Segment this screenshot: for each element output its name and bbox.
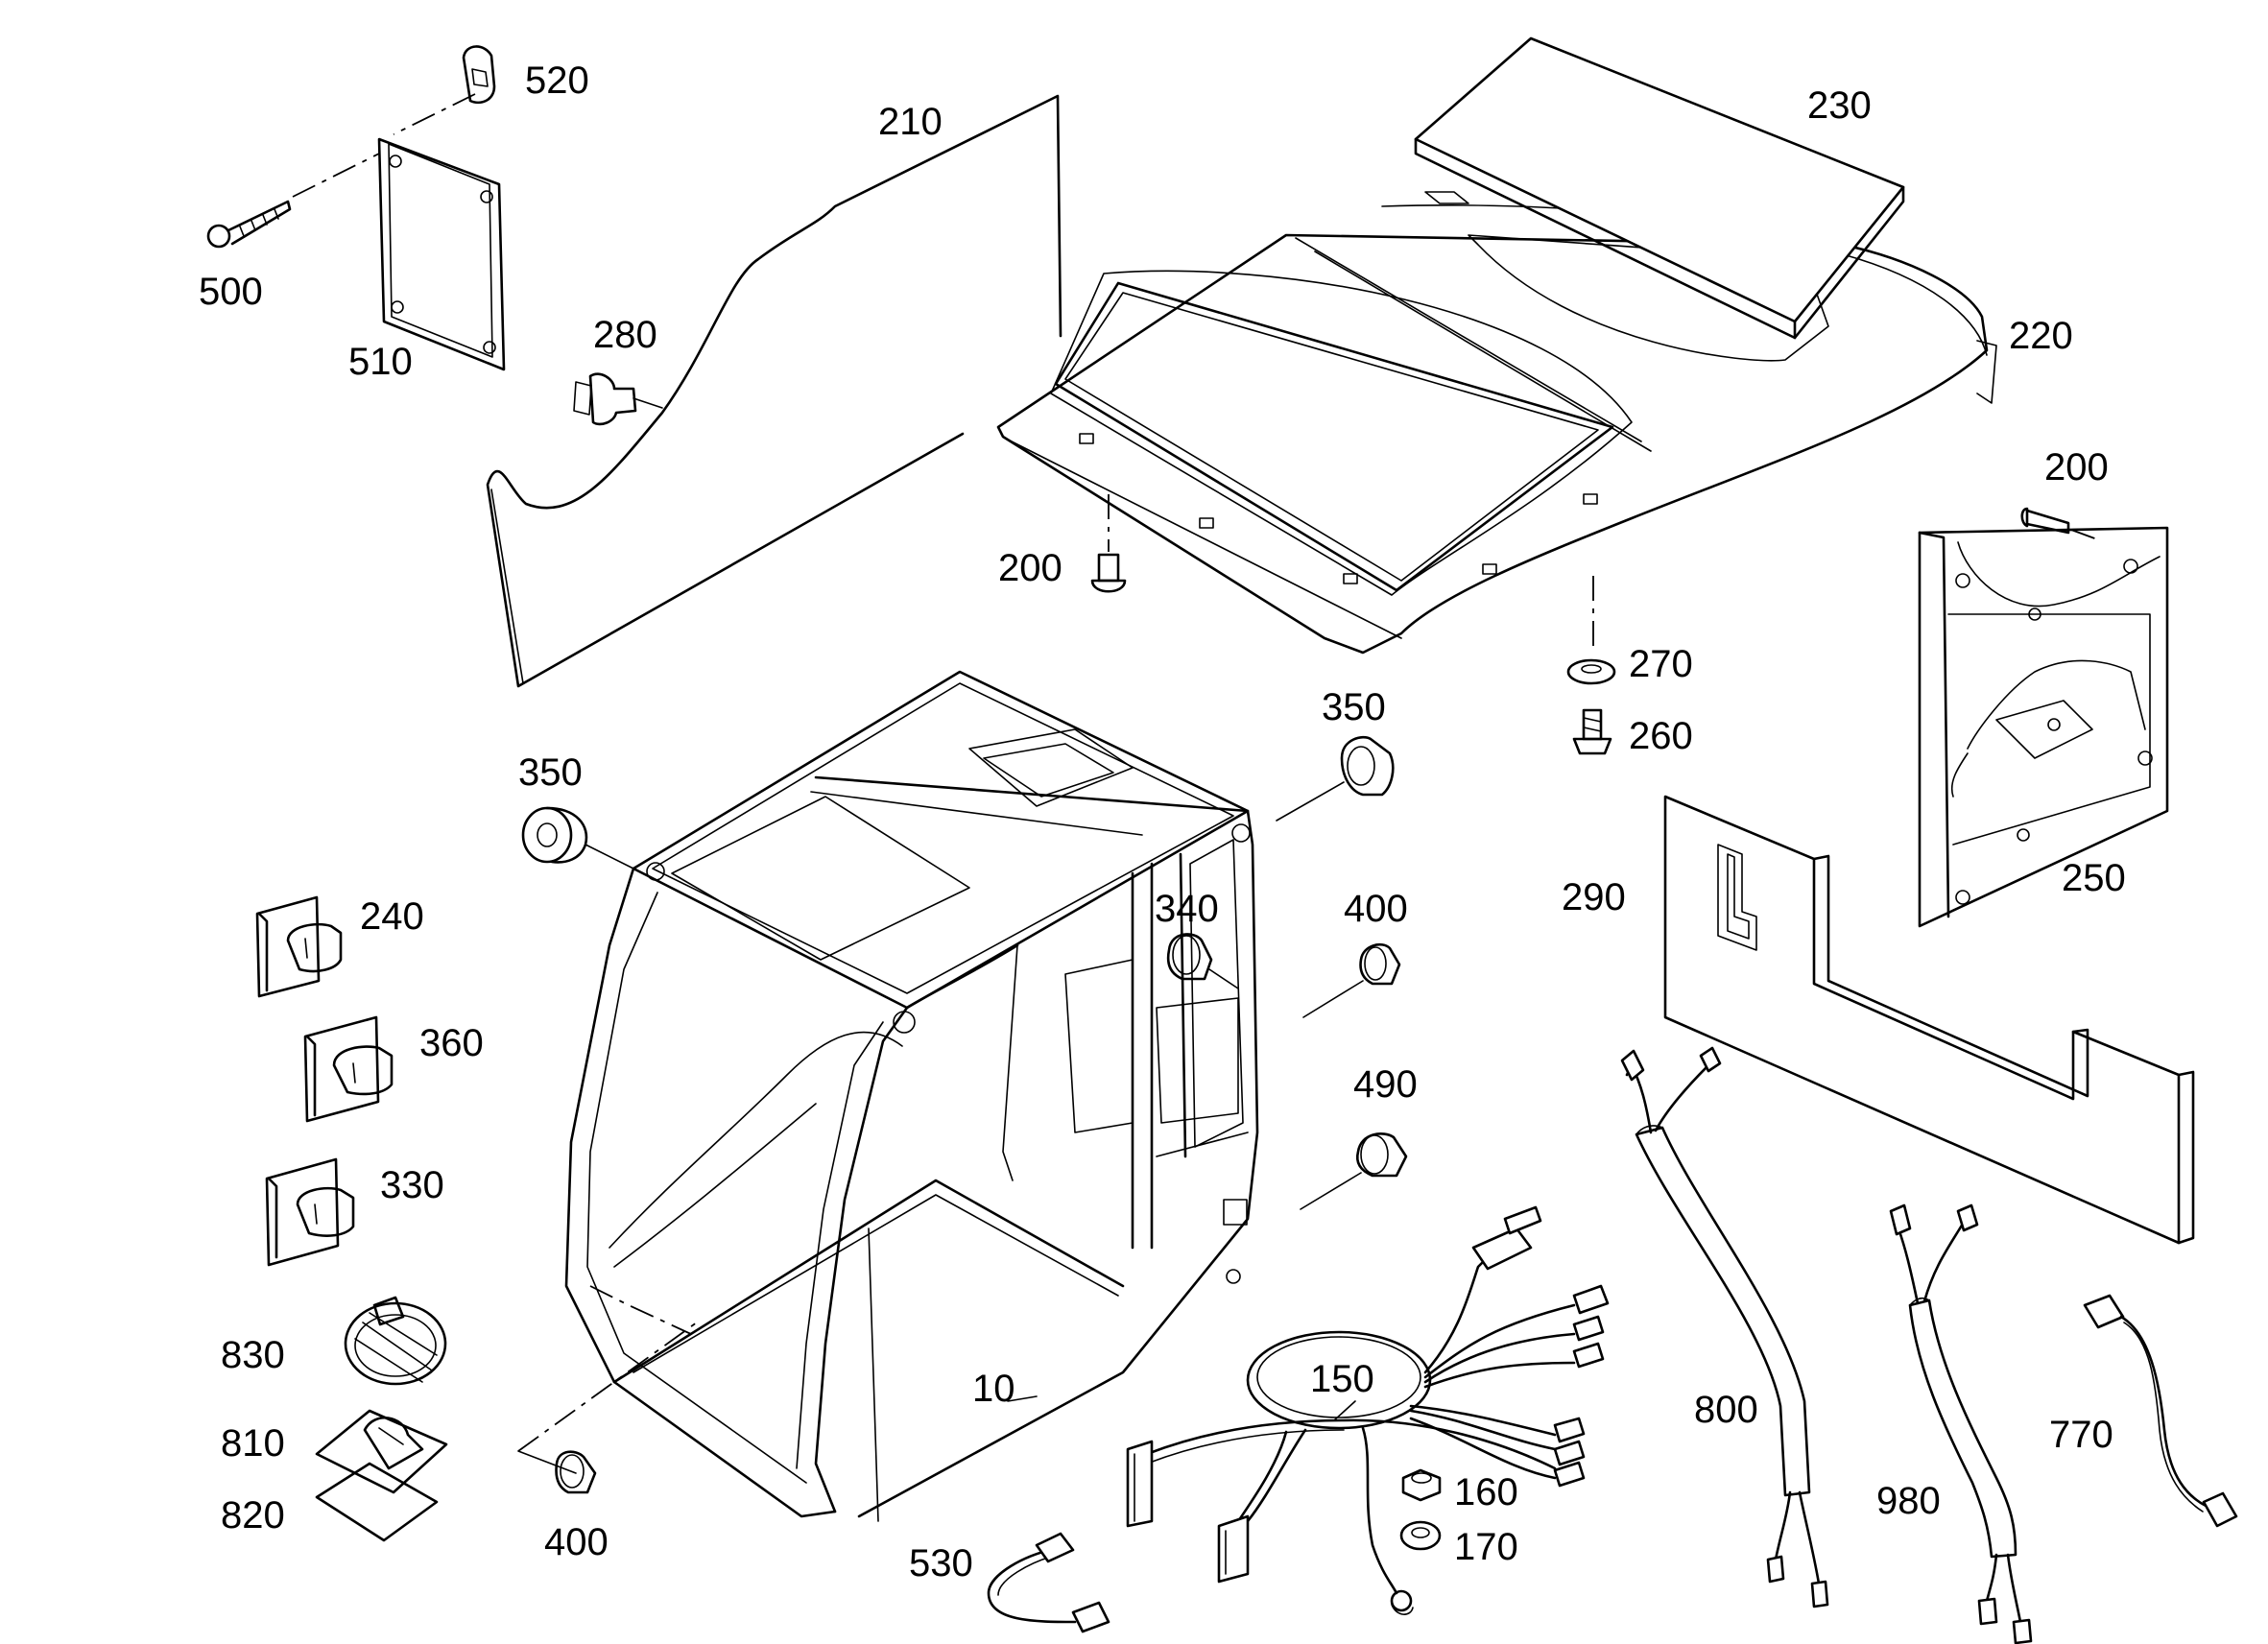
label-510: 510 bbox=[348, 341, 413, 383]
label-350-right: 350 bbox=[1322, 686, 1386, 728]
part-530-cable bbox=[987, 1532, 1110, 1633]
label-270: 270 bbox=[1629, 643, 1693, 685]
label-980: 980 bbox=[1876, 1480, 1941, 1522]
part-800-harness bbox=[1620, 1046, 1829, 1608]
part-260-countersunk-bolt bbox=[1572, 708, 1612, 755]
label-250: 250 bbox=[2062, 857, 2126, 899]
label-210: 210 bbox=[878, 101, 943, 143]
callout-labels: 10 150 160 170 200 200 210 220 230 240 2… bbox=[199, 60, 2126, 1584]
part-360-clip bbox=[303, 1015, 394, 1123]
part-340-grommet bbox=[1166, 933, 1239, 989]
label-160: 160 bbox=[1454, 1471, 1518, 1513]
label-150: 150 bbox=[1310, 1358, 1374, 1400]
label-820: 820 bbox=[221, 1494, 285, 1537]
part-350-grommet-right bbox=[1276, 735, 1395, 822]
part-330-clip bbox=[265, 1157, 355, 1267]
label-200-top: 200 bbox=[998, 547, 1062, 589]
part-250-rear-panel bbox=[1918, 526, 2169, 928]
part-820-adhesive-pad bbox=[315, 1462, 439, 1542]
part-510-cover-plate bbox=[377, 137, 506, 371]
assembly-lines bbox=[589, 1285, 693, 1383]
part-770-cable bbox=[2083, 1294, 2238, 1528]
label-260: 260 bbox=[1629, 715, 1693, 757]
part-230-glass-slab bbox=[1414, 36, 1905, 340]
label-220: 220 bbox=[2009, 315, 2073, 357]
part-520-clip bbox=[462, 45, 496, 105]
label-350-left: 350 bbox=[518, 751, 583, 794]
label-770: 770 bbox=[2049, 1414, 2113, 1456]
part-350-grommet-left bbox=[521, 806, 634, 870]
label-360: 360 bbox=[419, 1022, 484, 1064]
part-290-sheet bbox=[1663, 795, 2195, 1245]
part-160-nut bbox=[1401, 1468, 1442, 1502]
part-400-grommet-bottom bbox=[517, 1319, 702, 1494]
label-490: 490 bbox=[1353, 1063, 1418, 1106]
label-800: 800 bbox=[1694, 1389, 1758, 1431]
part-270-washer bbox=[1566, 576, 1616, 685]
label-200-right: 200 bbox=[2044, 446, 2109, 488]
part-830-hose-clamp bbox=[344, 1296, 447, 1386]
label-520: 520 bbox=[525, 60, 589, 102]
part-980-harness bbox=[1889, 1203, 2033, 1644]
label-340: 340 bbox=[1155, 888, 1219, 930]
part-810-mount-base bbox=[315, 1409, 448, 1494]
label-500: 500 bbox=[199, 271, 263, 313]
part-280-push-rivet bbox=[573, 372, 663, 426]
label-530: 530 bbox=[909, 1542, 973, 1584]
label-830: 830 bbox=[221, 1334, 285, 1376]
part-240-clip bbox=[255, 895, 343, 998]
label-400-bottom: 400 bbox=[544, 1521, 609, 1563]
part-500-screw bbox=[206, 93, 476, 249]
part-400-grommet-right bbox=[1302, 943, 1401, 1018]
part-150-harness bbox=[1007, 1205, 1610, 1615]
label-230: 230 bbox=[1807, 84, 1872, 127]
label-330: 330 bbox=[380, 1164, 444, 1206]
part-200-bolt-top bbox=[1090, 494, 1127, 593]
part-170-washer bbox=[1399, 1520, 1442, 1551]
part-210-glass bbox=[486, 94, 1062, 688]
label-280: 280 bbox=[593, 314, 657, 356]
label-400-right: 400 bbox=[1344, 888, 1408, 930]
part-220-roof bbox=[996, 204, 1997, 655]
label-240: 240 bbox=[360, 895, 424, 938]
label-290: 290 bbox=[1562, 876, 1626, 918]
label-810: 810 bbox=[221, 1422, 285, 1465]
label-10: 10 bbox=[972, 1368, 1015, 1410]
part-10-cab-frame bbox=[564, 670, 1259, 1522]
part-200-bolt-right bbox=[2020, 507, 2098, 540]
part-490-grommet bbox=[1300, 1132, 1408, 1210]
label-170: 170 bbox=[1454, 1526, 1518, 1568]
